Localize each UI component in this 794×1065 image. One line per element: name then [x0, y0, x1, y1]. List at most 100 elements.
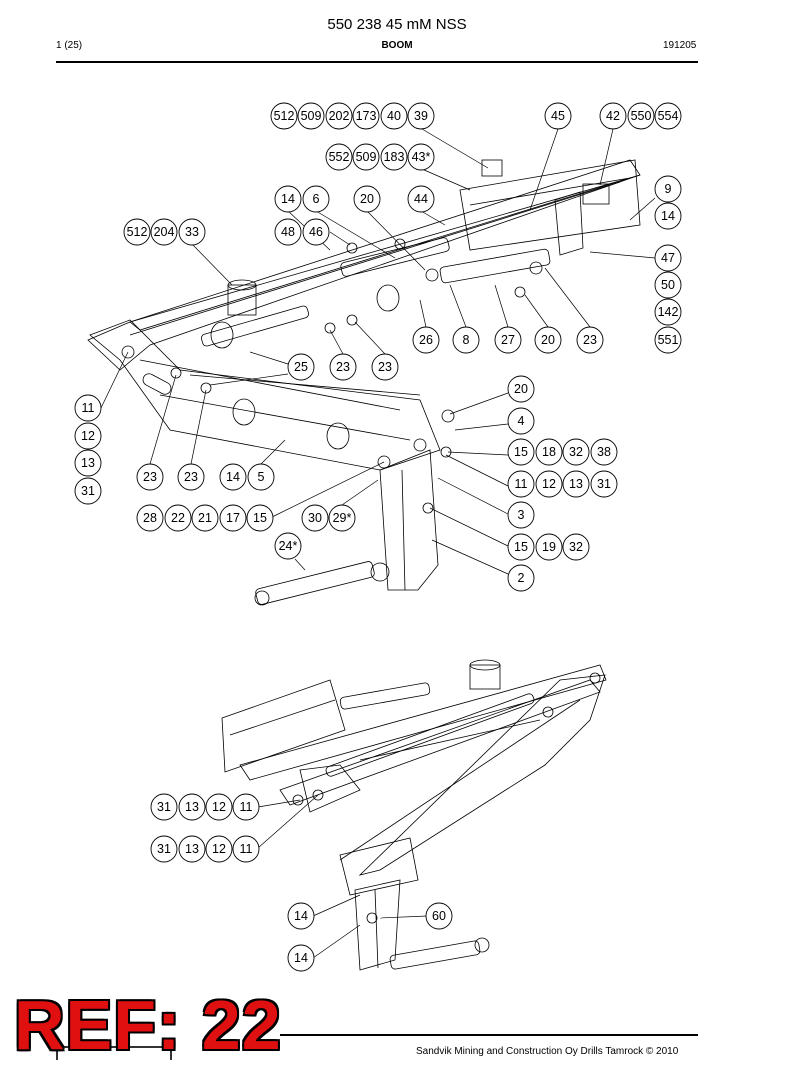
svg-text:11: 11 — [240, 800, 253, 814]
svg-text:48: 48 — [281, 225, 295, 239]
svg-text:173: 173 — [356, 109, 377, 123]
callout-bubble: 15 — [246, 504, 274, 532]
callout-bubble: 26 — [412, 326, 440, 354]
callout-bubble: 32 — [562, 533, 590, 561]
svg-text:13: 13 — [185, 842, 199, 856]
callout-bubble: 9 — [654, 175, 682, 203]
svg-text:18: 18 — [542, 445, 556, 459]
svg-text:31: 31 — [597, 477, 611, 491]
svg-text:11: 11 — [515, 477, 528, 491]
callout-bubble: 12 — [74, 422, 102, 450]
svg-text:17: 17 — [226, 511, 240, 525]
svg-text:31: 31 — [157, 842, 171, 856]
callout-bubble: 15 — [507, 438, 535, 466]
svg-text:42: 42 — [606, 109, 620, 123]
callout-bubble: 43* — [407, 143, 435, 171]
callout-bubble: 11 — [507, 470, 535, 498]
callout-bubble: 14 — [654, 202, 682, 230]
callout-bubble: 33 — [178, 218, 206, 246]
callout-bubble: 4 — [507, 407, 535, 435]
svg-text:33: 33 — [185, 225, 199, 239]
callout-bubble: 24* — [274, 532, 302, 560]
svg-text:5: 5 — [258, 470, 265, 484]
svg-text:13: 13 — [569, 477, 583, 491]
svg-text:39: 39 — [414, 109, 428, 123]
svg-text:40: 40 — [387, 109, 401, 123]
svg-text:11: 11 — [240, 842, 253, 856]
svg-text:509: 509 — [356, 150, 377, 164]
svg-text:202: 202 — [329, 109, 350, 123]
callout-bubble: 512 — [270, 102, 298, 130]
footer-copyright: Sandvik Mining and Construction Oy Drill… — [416, 1046, 679, 1057]
callout-bubble: 11 — [74, 394, 102, 422]
callout-bubble: 12 — [205, 793, 233, 821]
callout-bubble: 18 — [535, 438, 563, 466]
callout-bubble: 25 — [287, 353, 315, 381]
svg-text:2: 2 — [518, 571, 525, 585]
svg-text:31: 31 — [81, 484, 95, 498]
svg-text:554: 554 — [658, 109, 679, 123]
svg-text:31: 31 — [157, 800, 171, 814]
svg-text:3: 3 — [518, 508, 525, 522]
callout-bubble: 31 — [150, 793, 178, 821]
svg-text:43*: 43* — [412, 150, 431, 164]
callout-bubble: 183 — [380, 143, 408, 171]
svg-text:551: 551 — [658, 333, 679, 347]
svg-text:11: 11 — [82, 401, 95, 415]
svg-text:14: 14 — [294, 951, 308, 965]
svg-text:20: 20 — [541, 333, 555, 347]
callout-bubble: 3 — [507, 501, 535, 529]
svg-text:23: 23 — [583, 333, 597, 347]
svg-text:552: 552 — [329, 150, 350, 164]
svg-text:13: 13 — [185, 800, 199, 814]
upper-boom-drawing — [87, 159, 641, 606]
callout-bubble: 551 — [654, 326, 682, 354]
callout-bubble: 20 — [534, 326, 562, 354]
svg-text:21: 21 — [198, 511, 212, 525]
callout-bubble: 552 — [325, 143, 353, 171]
svg-text:25: 25 — [294, 360, 308, 374]
callout-bubble: 46 — [302, 218, 330, 246]
callout-bubble: 14 — [219, 463, 247, 491]
callout-bubble: 17 — [219, 504, 247, 532]
svg-text:12: 12 — [212, 842, 226, 856]
callout-bubble: 509 — [352, 143, 380, 171]
svg-text:44: 44 — [414, 192, 428, 206]
callout-bubble: 45 — [544, 102, 572, 130]
callout-bubble: 40 — [380, 102, 408, 130]
callout-bubble: 202 — [325, 102, 353, 130]
callout-bubble: 44 — [407, 185, 435, 213]
callout-bubble: 31 — [74, 477, 102, 505]
callout-bubble: 5 — [247, 463, 275, 491]
callout-bubble: 509 — [297, 102, 325, 130]
callout-bubble: 21 — [191, 504, 219, 532]
callout-bubble: 48 — [274, 218, 302, 246]
callout-bubble: 39 — [407, 102, 435, 130]
svg-text:15: 15 — [253, 511, 267, 525]
svg-text:26: 26 — [419, 333, 433, 347]
callout-bubble: 42 — [599, 102, 627, 130]
svg-text:32: 32 — [569, 540, 583, 554]
svg-text:550: 550 — [631, 109, 652, 123]
svg-text:204: 204 — [154, 225, 175, 239]
svg-text:15: 15 — [514, 540, 528, 554]
callout-bubble: 13 — [178, 793, 206, 821]
callout-bubble: 204 — [150, 218, 178, 246]
section-title: BOOM — [381, 40, 413, 51]
callout-bubble: 512 — [123, 218, 151, 246]
callout-bubble: 20 — [353, 185, 381, 213]
callout-bubbles: 512 509 202 173 40 39 45 42 550 554 552 … — [74, 102, 682, 972]
svg-text:512: 512 — [274, 109, 295, 123]
callout-bubble: 50 — [654, 271, 682, 299]
svg-text:19: 19 — [542, 540, 556, 554]
svg-text:512: 512 — [127, 225, 148, 239]
callout-bubble: 12 — [535, 470, 563, 498]
callout-bubble: 19 — [535, 533, 563, 561]
document-date: 191205 — [663, 40, 697, 51]
svg-text:45: 45 — [551, 109, 565, 123]
svg-text:8: 8 — [463, 333, 470, 347]
callout-bubble: 6 — [302, 185, 330, 213]
callout-bubble: 554 — [654, 102, 682, 130]
svg-text:20: 20 — [360, 192, 374, 206]
svg-text:14: 14 — [294, 909, 308, 923]
